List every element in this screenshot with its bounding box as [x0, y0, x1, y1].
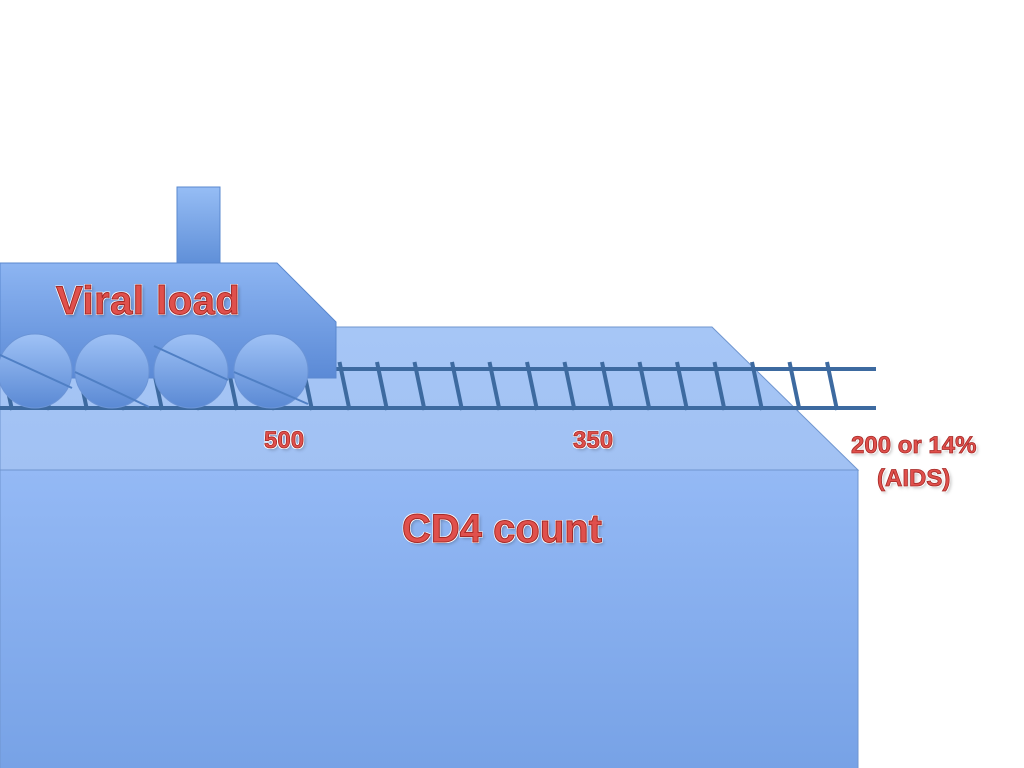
marker-aids-note: (AIDS)	[877, 465, 951, 493]
marker-200-value: 200 or 14%	[851, 432, 977, 460]
track-sleeper	[600, 361, 614, 411]
track-sleeper	[337, 361, 352, 411]
track-sleeper	[637, 361, 652, 411]
cd4-count-label: CD4 count	[402, 507, 603, 551]
wheel	[233, 333, 309, 409]
marker-350-label: 350	[573, 427, 614, 454]
track-sleeper	[525, 361, 539, 411]
track-sleeper	[825, 361, 839, 411]
track-sleeper	[712, 361, 727, 411]
track-sleeper	[375, 361, 389, 411]
track-sleeper	[412, 361, 427, 411]
train-chimney	[176, 186, 221, 265]
marker-500-label: 500	[264, 427, 305, 454]
marker-aids-label: 200 or 14% (AIDS)	[851, 429, 977, 495]
viral-load-label: Viral load	[55, 279, 241, 323]
platform-front-face	[0, 469, 859, 768]
track-sleeper	[675, 361, 689, 411]
track-sleeper	[787, 361, 802, 411]
track-sleeper	[562, 361, 577, 411]
train-wheels	[0, 333, 309, 409]
wheel	[0, 333, 73, 409]
track-sleeper	[487, 361, 502, 411]
train	[0, 186, 337, 409]
wheel	[74, 333, 150, 409]
track-sleeper	[750, 361, 764, 411]
wheel	[153, 333, 229, 409]
track-sleeper	[450, 361, 464, 411]
